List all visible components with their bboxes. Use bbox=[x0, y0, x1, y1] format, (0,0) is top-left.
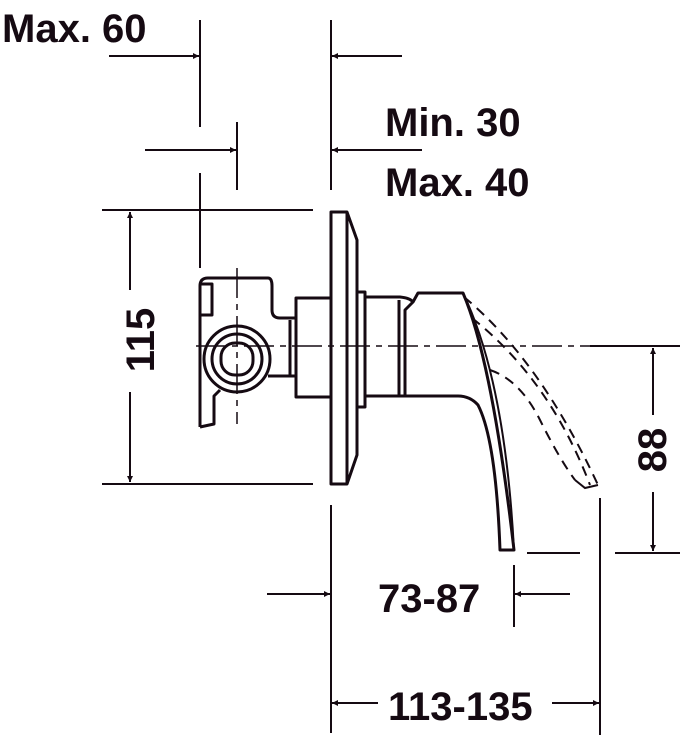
dim-88-label: 88 bbox=[631, 428, 675, 473]
lever-alt-position bbox=[463, 296, 599, 490]
dim-max-60-label: Max. 60 bbox=[2, 7, 147, 51]
dim-73-87-label: 73-87 bbox=[378, 577, 480, 621]
extension-lines bbox=[102, 20, 680, 735]
dimension-arrows bbox=[109, 53, 656, 706]
mixer-lever bbox=[355, 290, 516, 552]
dim-min-30-label: Min. 30 bbox=[385, 101, 521, 145]
dim-113-135-label: 113-135 bbox=[388, 685, 533, 729]
dim-max-40-label: Max. 40 bbox=[385, 161, 530, 205]
rosette-plate bbox=[329, 210, 359, 486]
valve-body bbox=[198, 276, 333, 429]
dim-115-label: 115 bbox=[119, 308, 163, 373]
